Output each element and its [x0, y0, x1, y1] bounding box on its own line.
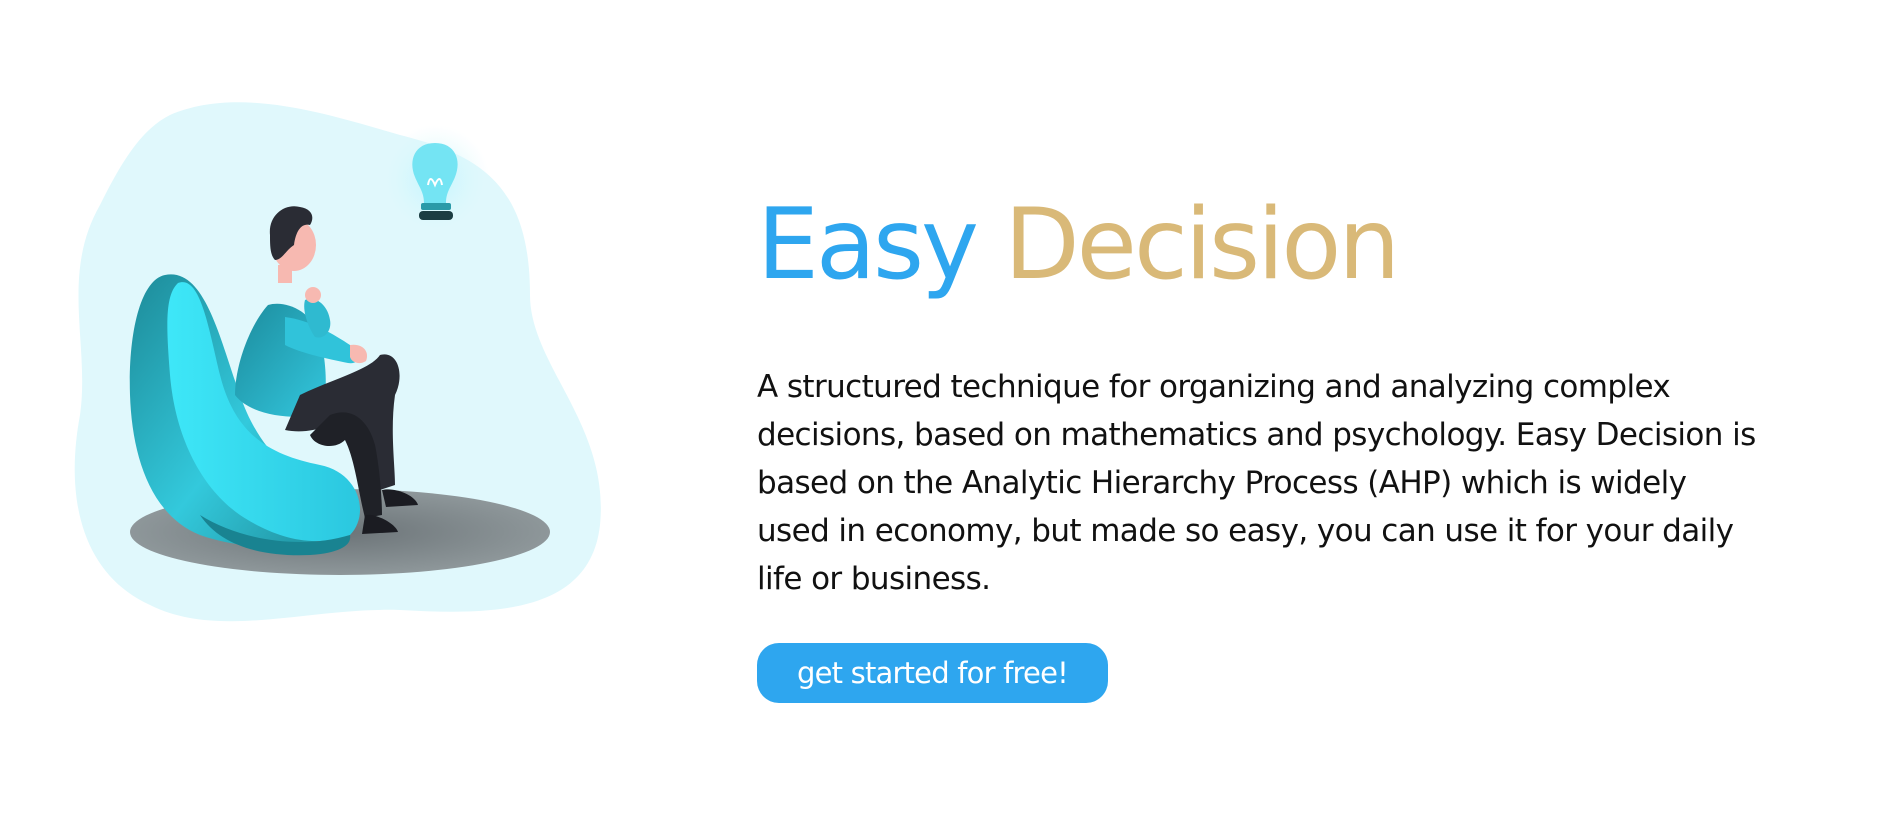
page-title: Easy Decision: [757, 185, 1777, 305]
title-word-easy: Easy: [757, 188, 979, 302]
shoe-back: [382, 489, 418, 507]
get-started-button[interactable]: get started for free!: [757, 643, 1108, 703]
lightbulb-icon: [380, 125, 490, 235]
hero-description: A structured technique for organizing an…: [757, 369, 1756, 597]
thinking-person-illustration: [70, 95, 615, 640]
beanbag-front: [167, 282, 360, 542]
title-word-decision: Decision: [1004, 188, 1400, 302]
hero-content: Easy Decision A structured technique for…: [757, 185, 1777, 703]
shoe-front: [362, 514, 398, 534]
person-hair: [269, 206, 313, 260]
